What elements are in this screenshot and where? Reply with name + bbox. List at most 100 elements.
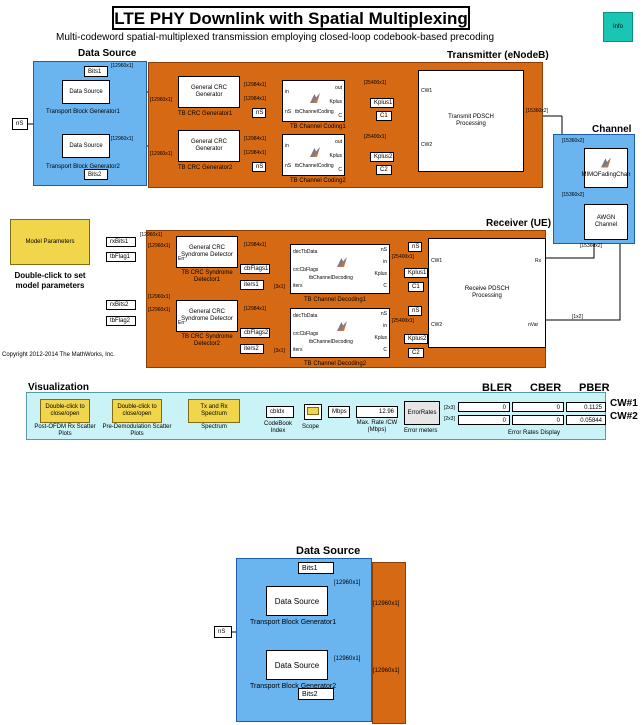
- rx-dim-12984-a: [12984x1]: [244, 242, 266, 248]
- pber-cw1: 0.1125: [566, 402, 606, 412]
- bits2-tag[interactable]: Bits2: [84, 169, 108, 180]
- kplus1-tag[interactable]: Kplus1: [370, 98, 394, 108]
- ns-from-tag-tx2[interactable]: nS: [252, 162, 266, 172]
- zoom-ns-tag[interactable]: nS: [214, 626, 232, 638]
- cber-cw2: 0: [512, 415, 564, 425]
- ns-from-tag-tx1[interactable]: nS: [252, 108, 266, 118]
- bits1-tag[interactable]: Bits1: [84, 66, 108, 77]
- spectrum-button[interactable]: Tx and Rx Spectrum: [188, 399, 240, 423]
- iters2-tag[interactable]: iters2: [240, 344, 264, 354]
- cbidx-tag[interactable]: cbIdx: [266, 406, 294, 418]
- crcd1-caption: TB CRC Syndrome Detector1: [181, 270, 233, 283]
- zoom-gen1-dim: [12960x1]: [334, 580, 361, 586]
- c2-from-tag[interactable]: C2: [408, 348, 424, 358]
- c1-from-tag[interactable]: C1: [408, 282, 424, 292]
- cc2-port-out: out: [335, 139, 342, 145]
- channel-decoding-1[interactable]: decTbData crcCbFlags iters nS in Kplus C…: [290, 244, 390, 294]
- rxbits2-tag[interactable]: rxBits2: [106, 300, 136, 310]
- cc1-port-c: C: [338, 113, 342, 119]
- receive-pdsch-block[interactable]: Receive PDSCH Processing: [428, 238, 546, 348]
- tx-dim-in1: [12960x1]: [150, 97, 172, 103]
- mimo-fading-block[interactable]: MIMOFadingChan: [581, 148, 631, 188]
- rx-dim-25400-a: [25400x1]: [392, 254, 414, 260]
- tbflag2-tag[interactable]: tbFlag2: [106, 316, 136, 326]
- cbflags1-tag[interactable]: cbFlags1: [240, 264, 270, 274]
- data-source-block-2[interactable]: Data Source: [62, 134, 110, 158]
- model-parameters-button[interactable]: Model Parameters: [10, 219, 90, 265]
- bler-cw1: 0: [458, 402, 510, 412]
- awgn-block[interactable]: AWGN Channel: [584, 204, 628, 240]
- err-caption: Error meters: [404, 428, 438, 434]
- tbflag1-tag[interactable]: tbFlag1: [106, 252, 136, 262]
- zoom-bits2-tag[interactable]: Bits2: [298, 688, 334, 700]
- info-button[interactable]: Info: [603, 12, 633, 42]
- matlab-function-icon: [337, 257, 347, 267]
- channel-decoding-2[interactable]: decTbData crcCbFlags iters nS in Kplus C…: [290, 308, 390, 358]
- c2-tag[interactable]: C2: [376, 165, 392, 175]
- channel-coding-1[interactable]: in nS out Kplus C tbChannelCoding: [282, 80, 345, 122]
- error-rates-block[interactable]: ErrorRates: [404, 401, 440, 425]
- cw2-label: CW#2: [610, 411, 638, 422]
- rx-dim-d: [12960x1]: [148, 243, 170, 249]
- dec1-port-kplus: Kplus: [374, 271, 387, 277]
- scope-block[interactable]: [304, 404, 322, 420]
- rxbits1-tag[interactable]: rxBits1: [106, 237, 136, 247]
- cc2-out-dim: [25400x1]: [364, 134, 386, 140]
- rx-cw1-port: CW1: [431, 258, 443, 264]
- err-dim-a: [2x3]: [444, 405, 455, 411]
- ns-tag-rx2[interactable]: nS: [408, 306, 422, 316]
- dec2-port-iters: iters: [293, 347, 303, 353]
- btn3-caption: Spectrum: [201, 424, 227, 430]
- kplus2-tag[interactable]: Kplus2: [370, 152, 394, 162]
- page-title: LTE PHY Downlink with Spatial Multiplexi…: [112, 6, 470, 30]
- gen1-caption: Transport Block Generator1: [46, 109, 120, 115]
- crc-generator-1[interactable]: General CRC Generator: [178, 76, 240, 108]
- iters1-tag[interactable]: iters1: [240, 280, 264, 290]
- channel-label: Channel: [592, 124, 632, 135]
- cc1-port-kplus: Kplus: [329, 99, 342, 105]
- visualization-label: Visualization: [28, 382, 89, 393]
- transmit-pdsch-block[interactable]: Transmit PDSCH Processing: [418, 70, 524, 172]
- gen2-caption: Transport Block Generator2: [46, 164, 120, 170]
- c1-tag[interactable]: C1: [376, 111, 392, 121]
- mbps-tag[interactable]: Mbps: [328, 406, 350, 418]
- kplus2-from-tag[interactable]: Kplus2: [404, 334, 428, 344]
- crc-syndrome-detector-2[interactable]: General CRC Syndrome Detector: [176, 300, 238, 332]
- pre-demod-scatter-button[interactable]: Double-click to close/open: [112, 399, 162, 423]
- scope-icon: [307, 407, 319, 415]
- kplus1-from-tag[interactable]: Kplus1: [404, 268, 428, 278]
- dec1-port-ns: nS: [380, 247, 387, 253]
- zoom-data-source-block-2[interactable]: Data Source: [266, 650, 328, 680]
- bler-cw2: 0: [458, 415, 510, 425]
- cc1-out-dim: [25400x1]: [364, 80, 386, 86]
- tx-cw2: CW2: [421, 142, 433, 148]
- rx-cw2-port: CW2: [431, 322, 443, 328]
- dec1-caption: TB Channel Decoding1: [304, 297, 367, 303]
- cw1-label: CW#1: [610, 398, 638, 409]
- zoom-data-source-label: Data Source: [296, 545, 361, 557]
- cbidx-caption: CodeBook Index: [263, 421, 293, 434]
- data-source-block-1[interactable]: Data Source: [62, 80, 110, 104]
- display-caption: Error Rates Display: [508, 430, 561, 436]
- cc2-caption: TB Channel Coding2: [290, 178, 346, 184]
- model-params-caption: Double-click to set model parameters: [14, 271, 86, 290]
- crc1-caption: TB CRC Generator1: [178, 111, 233, 117]
- ns-goto-tag[interactable]: nS: [12, 118, 28, 130]
- zoom-bits1-tag[interactable]: Bits1: [298, 562, 334, 574]
- channel-coding-2[interactable]: in nS out Kplus C tbChannelCoding: [282, 134, 345, 176]
- tx-dim-in2: [12960x1]: [150, 151, 172, 157]
- btn2-caption: Pre-Demodulation Scatter Plots: [102, 424, 172, 437]
- ns-tag-rx1[interactable]: nS: [408, 242, 422, 252]
- chan-to-rx: [546, 240, 595, 259]
- crc-generator-2[interactable]: General CRC Generator: [178, 130, 240, 162]
- dec2-caption: TB Channel Decoding2: [304, 361, 367, 367]
- crc-syndrome-detector-1[interactable]: General CRC Syndrome Detector: [176, 236, 238, 268]
- cbflags2-tag[interactable]: cbFlags2: [240, 328, 270, 338]
- tx-cw1: CW1: [421, 88, 433, 94]
- cc1-port-out: out: [335, 85, 342, 91]
- cc1-fn: tbChannelCoding: [295, 109, 334, 115]
- post-ofdm-scatter-button[interactable]: Double-click to close/open: [40, 399, 90, 423]
- zoom-data-source-block-1[interactable]: Data Source: [266, 586, 328, 616]
- gen1-dim: [12960x1]: [111, 63, 133, 69]
- page-subtitle: Multi-codeword spatial-multiplexed trans…: [56, 32, 495, 43]
